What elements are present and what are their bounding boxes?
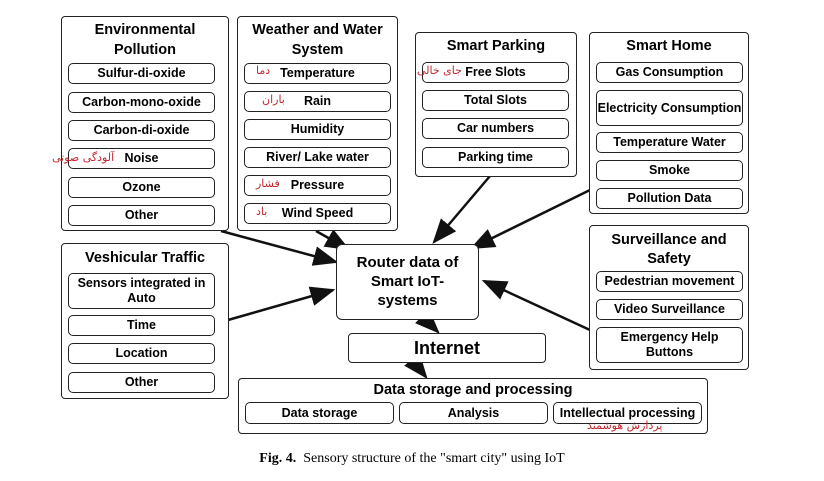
item-free-slots: Free Slots bbox=[422, 62, 569, 83]
item-pollution-data: Pollution Data bbox=[596, 188, 743, 209]
annotation-intellectual: پردازش هوشمند bbox=[587, 419, 663, 432]
item-carbon-di-oxide: Carbon-di-oxide bbox=[68, 120, 215, 141]
annotation-temperature: دما bbox=[256, 64, 271, 77]
item-humidity: Humidity bbox=[244, 119, 391, 140]
item-other: Other bbox=[68, 205, 215, 226]
data-storage-group: Data storage and processing Data storage… bbox=[238, 378, 708, 434]
smart-parking-group: Smart Parking Free Slots Total Slots Car… bbox=[415, 32, 577, 177]
item-analysis: Analysis bbox=[399, 402, 548, 424]
item-pedestrian-movement: Pedestrian movement bbox=[596, 271, 743, 292]
arrow-router-internet bbox=[415, 309, 440, 334]
group-title: Smart Home bbox=[626, 38, 712, 54]
item-video-surveillance: Video Surveillance bbox=[596, 299, 743, 320]
item-other: Other bbox=[68, 372, 215, 393]
item-sulfur-di-oxide: Sulfur-di-oxide bbox=[68, 63, 215, 84]
item-river-lake: River/ Lake water bbox=[244, 147, 391, 168]
arrow-home bbox=[469, 188, 591, 250]
vehicular-traffic-group: Veshicular Traffic Sensors integrated in… bbox=[61, 243, 229, 399]
annotation-free-slots: جای خالی bbox=[417, 64, 462, 77]
group-title: Data storage and processing bbox=[373, 382, 573, 398]
item-car-numbers: Car numbers bbox=[422, 118, 569, 139]
item-wind-speed: Wind Speed bbox=[244, 203, 391, 224]
group-title: Smart Parking bbox=[446, 38, 546, 54]
annotation-noise: آلودگی صوتی bbox=[52, 151, 115, 164]
item-noise: Noise bbox=[68, 148, 215, 169]
arrow-environmental bbox=[220, 229, 339, 266]
item-time: Time bbox=[68, 315, 215, 336]
item-temperature-water: Temperature Water bbox=[596, 132, 743, 153]
item-emergency-help-buttons: Emergency Help Buttons bbox=[596, 327, 743, 363]
item-intellectual-processing: Intellectual processing bbox=[553, 402, 702, 424]
item-electricity-consumption: Electricity Consumption bbox=[596, 90, 743, 126]
group-title: Pollution bbox=[113, 42, 176, 58]
item-rain: Rain bbox=[244, 91, 391, 112]
figure-caption: Fig. 4. Sensory structure of the "smart … bbox=[0, 451, 824, 467]
group-title: System bbox=[291, 42, 344, 58]
annotation-wind: باد bbox=[256, 205, 268, 218]
item-total-slots: Total Slots bbox=[422, 90, 569, 111]
internet-box: Internet bbox=[348, 333, 546, 363]
item-pressure: Pressure bbox=[244, 175, 391, 196]
group-title: Weather and Water bbox=[252, 22, 383, 38]
item-parking-time: Parking time bbox=[422, 147, 569, 168]
group-title: Surveillance and bbox=[611, 232, 727, 248]
arrow-internet-storage bbox=[404, 353, 428, 379]
item-location: Location bbox=[68, 343, 215, 364]
group-title: Veshicular Traffic bbox=[84, 250, 206, 266]
item-temperature: Temperature bbox=[244, 63, 391, 84]
arrow-parking bbox=[432, 175, 491, 244]
annotation-rain: باران bbox=[262, 93, 285, 106]
environmental-pollution-group: Environmental Pollution Sulfur-di-oxide … bbox=[61, 16, 229, 231]
router-line: Router data of bbox=[356, 254, 459, 271]
arrow-surveillance bbox=[481, 279, 591, 332]
surveillance-safety-group: Surveillance and Safety Pedestrian movem… bbox=[589, 225, 749, 370]
item-ozone: Ozone bbox=[68, 177, 215, 198]
router-line: Smart IoT- bbox=[370, 273, 445, 290]
router-line: systems bbox=[377, 292, 438, 309]
item-data-storage: Data storage bbox=[245, 402, 394, 424]
group-title: Environmental bbox=[94, 22, 196, 38]
item-smoke: Smoke bbox=[596, 160, 743, 181]
arrow-vehicular bbox=[220, 286, 336, 324]
caption-text: Sensory structure of the "smart city" us… bbox=[303, 451, 565, 466]
item-gas-consumption: Gas Consumption bbox=[596, 62, 743, 83]
item-carbon-mono-oxide: Carbon-mono-oxide bbox=[68, 92, 215, 113]
internet-label: Internet bbox=[413, 337, 480, 358]
weather-water-group: Weather and Water System Temperature Rai… bbox=[237, 16, 398, 231]
smart-home-group: Smart Home Gas Consumption Electricity C… bbox=[589, 32, 749, 214]
annotation-pressure: فشار bbox=[256, 177, 280, 190]
caption-label: Fig. 4. bbox=[259, 451, 297, 466]
item-sensors-auto: Sensors integrated in Auto bbox=[68, 273, 215, 309]
router-box: Router data of Smart IoT- systems bbox=[336, 244, 479, 320]
group-title: Safety bbox=[647, 251, 691, 267]
